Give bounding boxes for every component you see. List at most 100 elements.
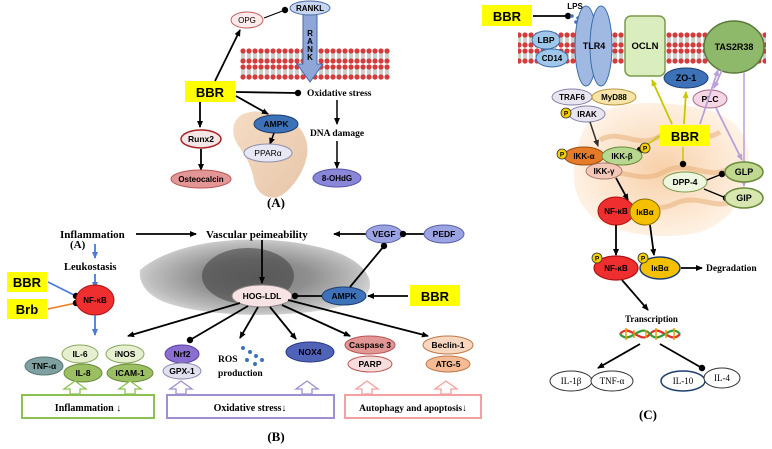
- hogldl-to-ros: [239, 306, 259, 339]
- inflammation-box-group: Inflammation ↓: [21, 380, 155, 419]
- bbr-box-b: [7, 272, 47, 292]
- bbr-label-b2: BBR: [421, 289, 450, 304]
- ikkg-label: IKK-γ: [594, 167, 615, 176]
- parp-node: [347, 355, 393, 373]
- irak-label: IRAK: [577, 110, 597, 119]
- ikk-to-ikba: [615, 177, 629, 201]
- ohdg-node: [312, 168, 362, 188]
- caspase3-label: Caspase 3: [349, 340, 391, 350]
- bbr-to-zo1: [682, 91, 689, 125]
- ampk-label-b: AMPK: [331, 291, 357, 301]
- p-badge-nfkb: [591, 252, 603, 264]
- brb-label: Brb: [16, 302, 38, 317]
- dpp4-inhibits-gip: [703, 188, 730, 202]
- bbr-inhibits-nfkb: [47, 281, 80, 300]
- ampk-inhibits-vegf: [349, 242, 388, 288]
- gpx1-node: [162, 362, 202, 380]
- hogldl-inhibits-nrf2: [186, 305, 249, 344]
- inflammation-box-label: Inflammation ↓: [55, 403, 121, 414]
- p-label-nfkb: P: [595, 256, 600, 263]
- vascular-label: Vascular peimeability: [206, 229, 308, 241]
- osteocalcin-node: [170, 169, 232, 189]
- autophagy-box-group: Autophagy and apoptosis↓: [344, 380, 482, 419]
- a-ref-b: (A): [70, 239, 86, 251]
- dna-helix-icon: [619, 328, 681, 340]
- osteocalcin-label: Osteocalcin: [178, 175, 223, 184]
- pedf-label: PEDF: [433, 229, 456, 239]
- il4-node: [703, 367, 741, 389]
- ocln-label: OCLN: [632, 41, 659, 52]
- zo1-label: ZO-1: [676, 73, 697, 83]
- bbr-box-b2: [410, 285, 460, 306]
- cd14-node: [535, 48, 569, 68]
- il1b-label: IL-1β: [561, 376, 582, 386]
- dna-to-proinflammatory: [597, 343, 641, 369]
- beclin1-label: Beclin-1: [431, 340, 464, 350]
- ampk-node-a: [253, 114, 299, 134]
- dpp4-node: [662, 171, 708, 193]
- rank-receptor: [296, 13, 324, 83]
- ikkb-label: IKK-β: [611, 152, 632, 161]
- bbr-label-b: BBR: [13, 275, 42, 290]
- lbp-node: [531, 30, 561, 50]
- ikkg-node: [585, 162, 623, 180]
- plc-node: [692, 89, 728, 109]
- ampk-to-ppar: [269, 132, 275, 145]
- panel-b: Inflammation (A) Vascular peimeability V…: [7, 224, 482, 444]
- runx2-label: Runx2: [188, 134, 214, 144]
- tas2r38-label: TAS2R38: [715, 42, 754, 52]
- parp-label: PARP: [359, 359, 382, 369]
- tnfa-node-b: [24, 356, 64, 376]
- bbr-box-c2: [660, 125, 710, 146]
- hogldl-to-cytokines: [127, 302, 241, 338]
- dna-inhibits-antiinflammatory: [659, 343, 706, 372]
- vegf-label: VEGF: [372, 229, 395, 239]
- il8-label: IL-8: [75, 368, 90, 378]
- p-label-ikka: P: [560, 152, 565, 159]
- oxidative-box-group: Oxidative stress↓: [166, 380, 335, 419]
- autophagy-box-label: Autophagy and apoptosis↓: [359, 404, 467, 414]
- ros-label-2: production: [218, 369, 263, 379]
- ros-label-1: ROS: [218, 355, 238, 365]
- lbp-label: LBP: [538, 35, 555, 45]
- ikbap-label: IκBα: [651, 264, 668, 273]
- lps-label: LPS: [567, 2, 583, 11]
- nfkbp-label: NF-κB: [604, 264, 628, 273]
- p-badge-ikka: [556, 148, 568, 160]
- tlr4-right: [589, 5, 613, 87]
- autophagy-box: [344, 394, 482, 419]
- caspase3-node: [344, 335, 396, 355]
- panel-b-label: (B): [267, 429, 284, 444]
- hogldl-to-caspase: [281, 304, 351, 337]
- plc-label: PLC: [702, 94, 719, 104]
- ikkb-node: [601, 146, 643, 166]
- inos-node: [105, 344, 145, 364]
- nfkb-label-b: NF-κB: [83, 296, 107, 305]
- ros-dots: [241, 346, 264, 366]
- il4-label: IL-4: [714, 373, 730, 383]
- icam1-label: ICAM-1: [115, 368, 145, 378]
- ikka-label: IKK-α: [573, 152, 594, 161]
- panel-a-label: (A): [267, 195, 285, 210]
- brb-inhibits-nfkb: [47, 299, 80, 310]
- myd88-node: [591, 88, 637, 106]
- p-badge-ikba: [637, 252, 649, 264]
- p-badge-ikkb: [639, 142, 651, 154]
- gip-label: GIP: [736, 193, 752, 203]
- opg-node: [230, 11, 264, 29]
- bbr-to-opg: [214, 29, 241, 82]
- dpp4-label: DPP-4: [672, 177, 697, 187]
- nrf2-label: Nrf2: [173, 349, 190, 359]
- oxidative-stress-a: Oxidative stress: [307, 89, 372, 99]
- ikba-label: IκBα: [636, 208, 653, 217]
- il6-node: [61, 344, 99, 364]
- bbr-label-a: BBR: [196, 85, 225, 100]
- gip-node: [724, 187, 764, 209]
- irak-to-ikk: [589, 121, 599, 147]
- inflammation-box: [21, 394, 155, 419]
- dpp4-inhibits-glp: [706, 170, 726, 181]
- p-label-irak: P: [564, 111, 569, 118]
